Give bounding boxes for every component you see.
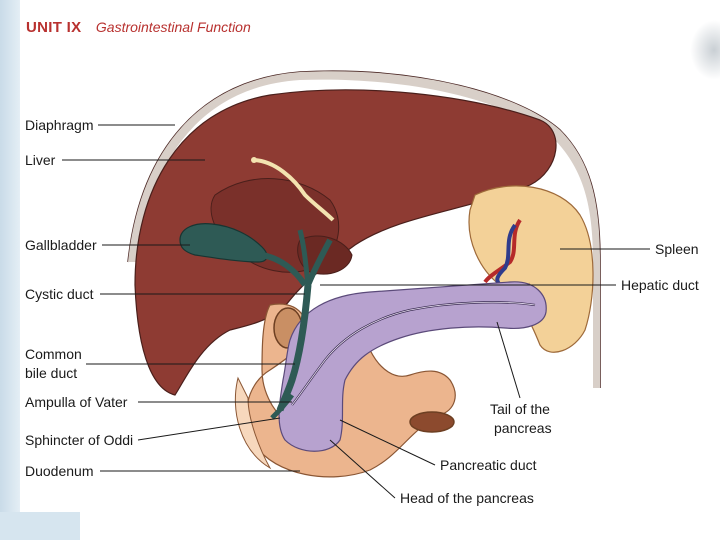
round-ligament-end	[251, 157, 257, 163]
slide-corner-shade	[690, 20, 720, 80]
label-sphincter-of-oddi: Sphincter of Oddi	[25, 432, 133, 448]
leader-head-pancreas	[329, 439, 396, 499]
splenic-artery	[483, 218, 522, 284]
label-hepatic-duct: Hepatic duct	[621, 277, 699, 293]
label-common-bile-duct-2: bile duct	[25, 365, 77, 381]
pancreatic-duct-inner	[291, 301, 536, 406]
pancreas	[278, 281, 547, 452]
unit-number: UNIT IX	[26, 19, 82, 36]
label-tail-pancreas-2: pancreas	[494, 420, 552, 436]
label-tail-pancreas-1: Tail of the	[490, 401, 550, 417]
label-head-pancreas: Head of the pancreas	[400, 490, 534, 506]
jejunum-opening	[409, 411, 455, 433]
label-liver: Liver	[25, 152, 56, 168]
hepatic-duct-right	[297, 229, 311, 286]
chapter-header: UNIT IX Gastrointestinal Function	[26, 19, 251, 37]
label-pancreatic-duct: Pancreatic duct	[440, 457, 537, 473]
liver	[134, 89, 557, 396]
leader-pancreatic-duct	[339, 419, 436, 466]
slide-left-border	[0, 0, 20, 540]
common-bile-duct	[276, 284, 312, 412]
leader-tail-pancreas	[496, 321, 521, 399]
label-common-bile-duct-1: Common	[25, 346, 82, 362]
ampulla-of-vater	[270, 393, 295, 420]
splenic-vein	[495, 223, 517, 287]
label-duodenum: Duodenum	[25, 463, 94, 479]
label-cystic-duct: Cystic duct	[25, 286, 94, 302]
duodenum-inner-wall	[234, 376, 272, 470]
label-diaphragm: Diaphragm	[25, 117, 93, 133]
label-spleen: Spleen	[655, 241, 699, 257]
slide-bottom-panel	[0, 512, 80, 540]
cystic-duct	[261, 252, 308, 287]
leader-sphincter	[137, 417, 281, 441]
label-ampulla-of-vater: Ampulla of Vater	[25, 394, 128, 410]
falciform-ligament	[251, 158, 335, 222]
unit-title: Gastrointestinal Function	[95, 19, 251, 35]
label-gallbladder: Gallbladder	[25, 237, 97, 253]
